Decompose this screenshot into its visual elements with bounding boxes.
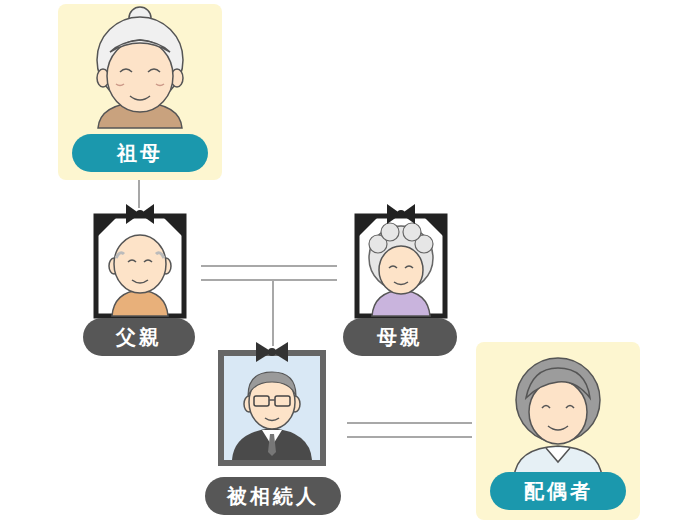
- mother-portrait: [357, 204, 445, 316]
- name-pill: 母親: [343, 318, 457, 356]
- deceased-portrait: [221, 342, 323, 463]
- person-card: 被相続人: [203, 346, 343, 518]
- family-line: [201, 266, 337, 280]
- name-pill: 配偶者: [490, 472, 626, 510]
- highlight-panel: [58, 4, 222, 180]
- family-line: [138, 180, 140, 208]
- name-pill: 祖母: [72, 134, 208, 172]
- person-card: 祖母: [58, 4, 222, 180]
- person-card: 母親: [341, 208, 459, 358]
- name-pill: 父親: [83, 318, 195, 356]
- grandmother-portrait: [97, 7, 183, 128]
- family-line: [201, 280, 273, 346]
- name-pill: 被相続人: [205, 477, 341, 515]
- family-line: [273, 280, 337, 346]
- father-portrait: [96, 204, 184, 316]
- person-card: 配偶者: [476, 342, 640, 520]
- spouse-portrait: [514, 358, 602, 478]
- person-card: 父親: [81, 208, 197, 358]
- family-line: [347, 423, 472, 437]
- highlight-panel: [476, 342, 640, 520]
